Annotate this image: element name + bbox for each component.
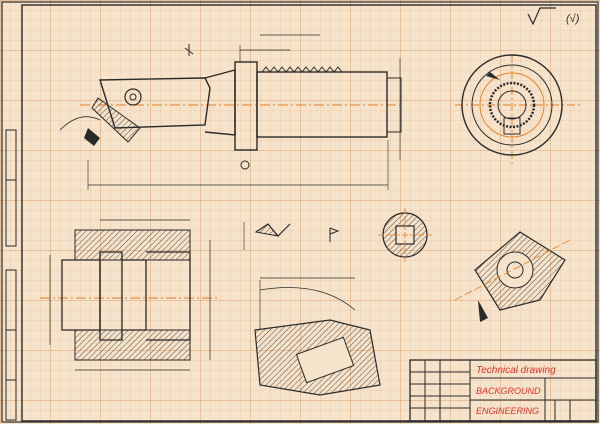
title-line-1: Technical drawing (476, 365, 556, 376)
tool-front-view (455, 54, 580, 165)
detail-rotated-head (454, 231, 571, 322)
title-block: Technical drawing BACKGROUND ENGINEERING (409, 359, 597, 422)
detail-v-groove (243, 222, 340, 250)
roughness-note: (√) (566, 13, 580, 25)
title-line-2: BACKGROUND (476, 386, 541, 396)
tool-holder-side-view (59, 34, 402, 190)
section-view-a (40, 219, 220, 371)
roughness-symbol: (√) (527, 7, 580, 26)
title-line-3: ENGINEERING (476, 406, 539, 416)
detail-square-hole (378, 208, 432, 262)
section-view-b (254, 277, 381, 396)
